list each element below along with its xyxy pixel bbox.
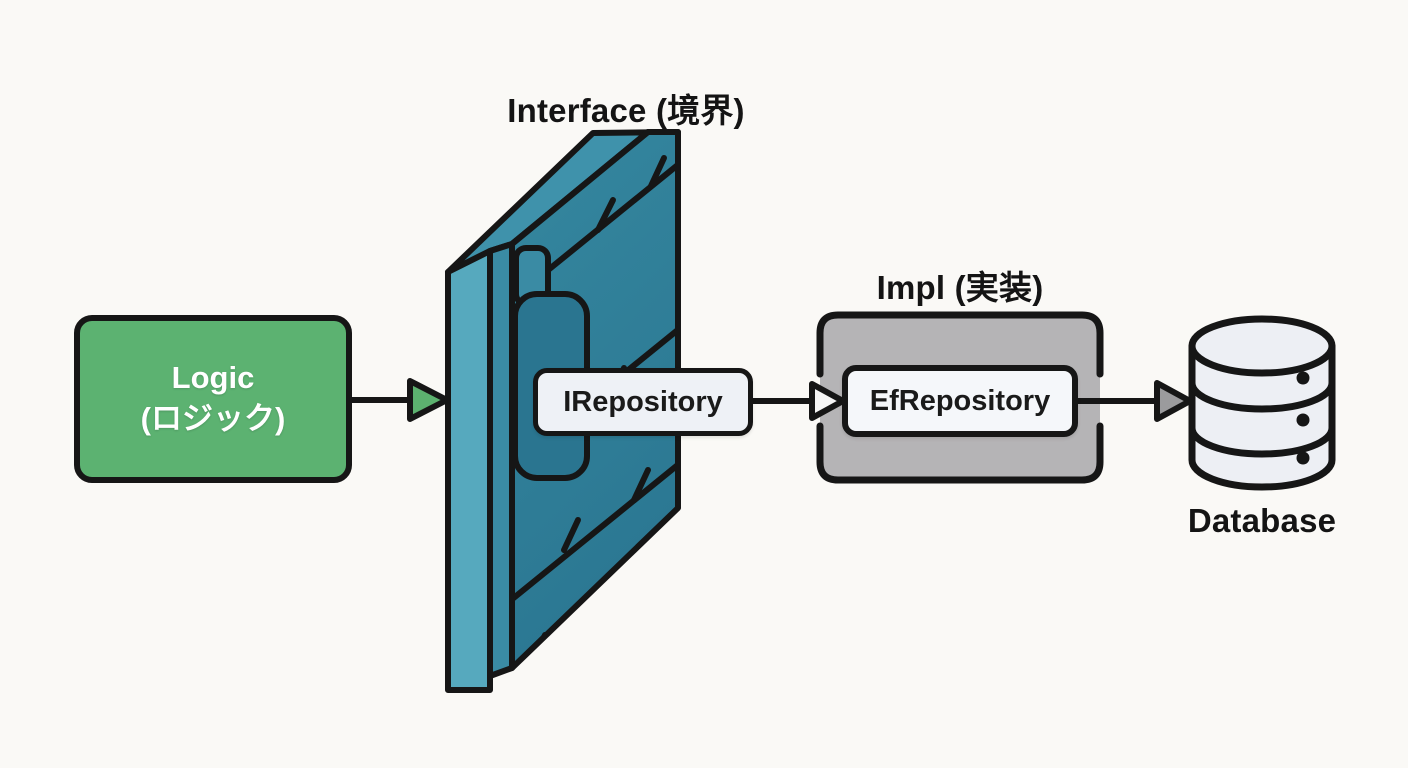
irepository-chip: IRepository [533,368,753,436]
arrow-logic-to-interface-head [407,378,450,422]
arrow-efrepository-to-database-head [1154,380,1193,422]
database-separator-1 [1188,379,1336,413]
efrepository-label: EfRepository [869,384,1051,417]
wall-side-face [445,248,493,693]
logic-label-line2: (ロジック) [140,401,286,436]
efrepository-chip: EfRepository [842,365,1078,437]
database-top [1188,315,1336,377]
database-dot-2 [1296,413,1310,427]
logic-label-line1: Logic [171,360,255,396]
irepository-label: IRepository [563,385,723,418]
database-dot-3 [1296,451,1310,465]
database-icon [1188,315,1336,491]
impl-box-title: Impl (実装) [876,269,1044,306]
database-label: Database [1187,502,1337,539]
database-separator-2 [1188,424,1336,458]
impl-box-border-top [816,311,1104,378]
interface-wall-title: Interface (境界) [507,92,745,129]
impl-box-border-bottom [816,422,1104,484]
database-dot-1 [1296,371,1310,385]
wall-inner-band [487,241,515,679]
arrow-irepository-to-efrepository-head [809,381,846,421]
arrows [349,378,1193,422]
logic-node: Logic (ロジック) [74,315,352,483]
